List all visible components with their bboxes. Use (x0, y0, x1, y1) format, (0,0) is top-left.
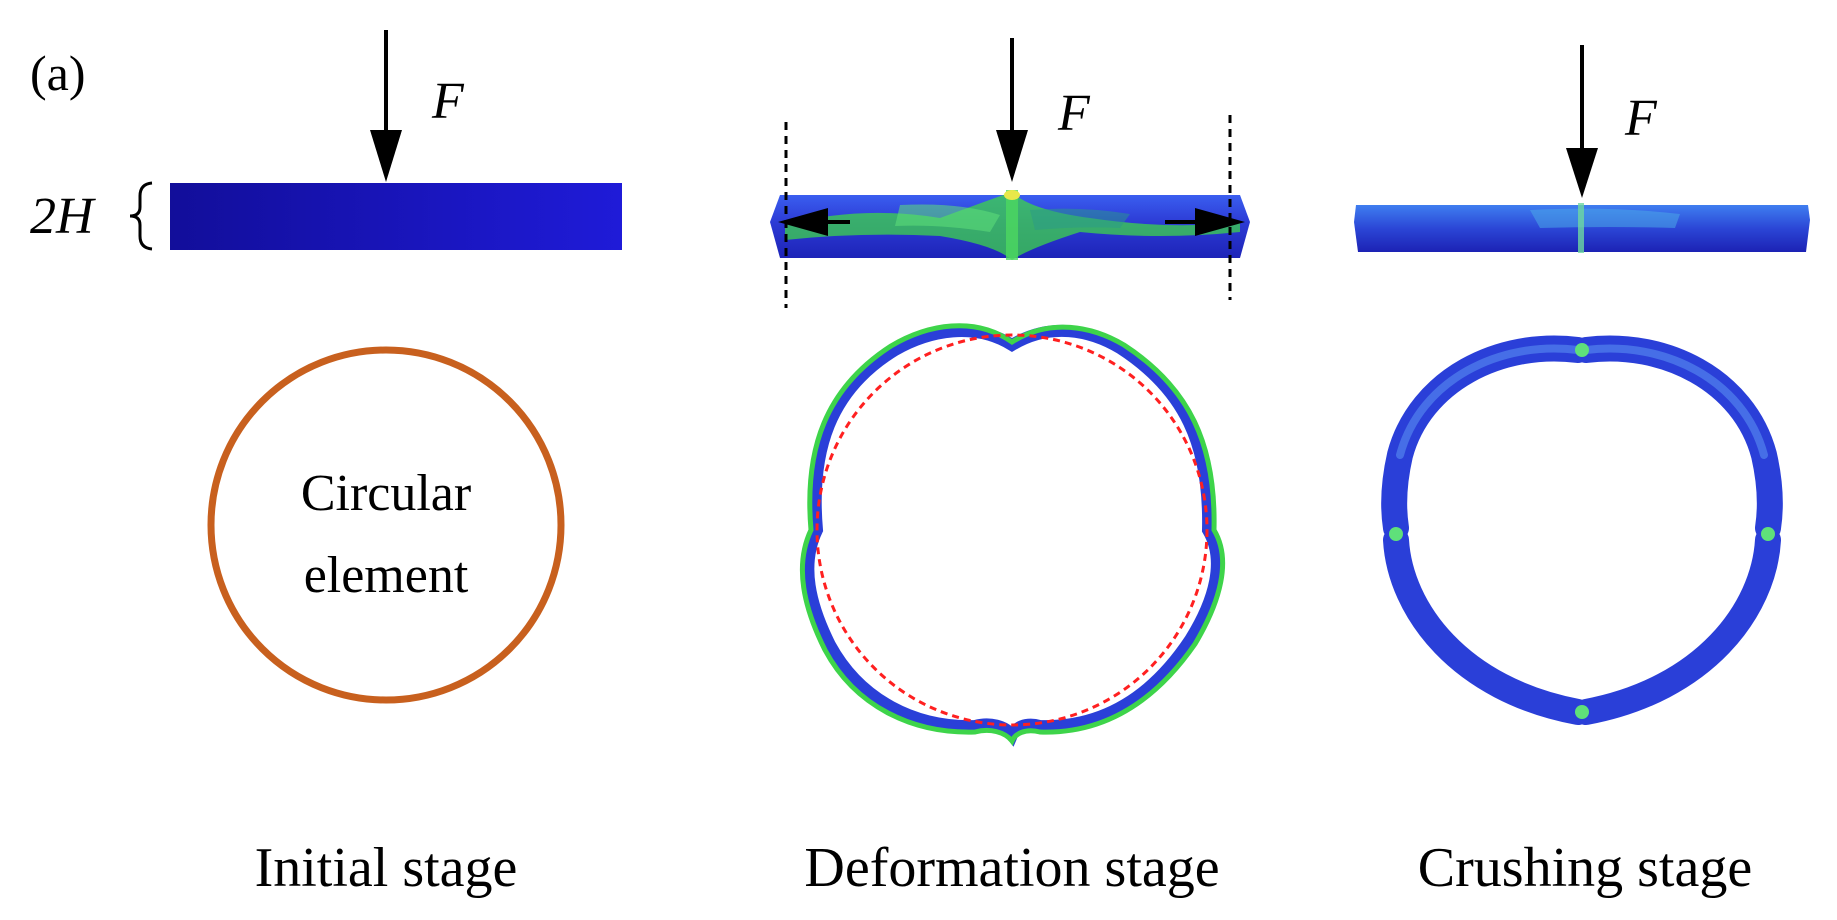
crushing-ring (1381, 335, 1783, 725)
stage-caption-initial: Initial stage (255, 837, 518, 899)
panel-label: (a) (30, 45, 86, 101)
thickness-brace (129, 181, 153, 251)
crushing-force-arrow (1566, 45, 1598, 198)
initial-plate (170, 183, 622, 250)
element-label-line2: element (304, 547, 469, 604)
thickness-label: 2H (30, 188, 96, 245)
deformation-force-label: F (1057, 85, 1091, 142)
initial-force-label: F (431, 73, 465, 130)
right-expansion-arrow (1165, 208, 1245, 236)
deformation-force-arrow (996, 38, 1028, 182)
left-expansion-arrow (778, 208, 850, 236)
stage-caption-deformation: Deformation stage (804, 837, 1219, 899)
initial-ring (207, 346, 565, 704)
deformation-plate (770, 190, 1250, 260)
deformation-ring (799, 323, 1226, 747)
initial-force-arrow (370, 30, 402, 182)
deformation-stage-group: F (770, 38, 1250, 747)
crushing-force-label: F (1624, 90, 1658, 147)
reference-circle (815, 333, 1209, 727)
element-label-line1: Circular (301, 465, 471, 522)
initial-stage-group: F 2H Circular element (30, 30, 622, 704)
crushing-plate (1354, 203, 1810, 253)
stage-caption-crushing: Crushing stage (1418, 837, 1752, 899)
crushing-stage-group: F (1354, 45, 1810, 725)
